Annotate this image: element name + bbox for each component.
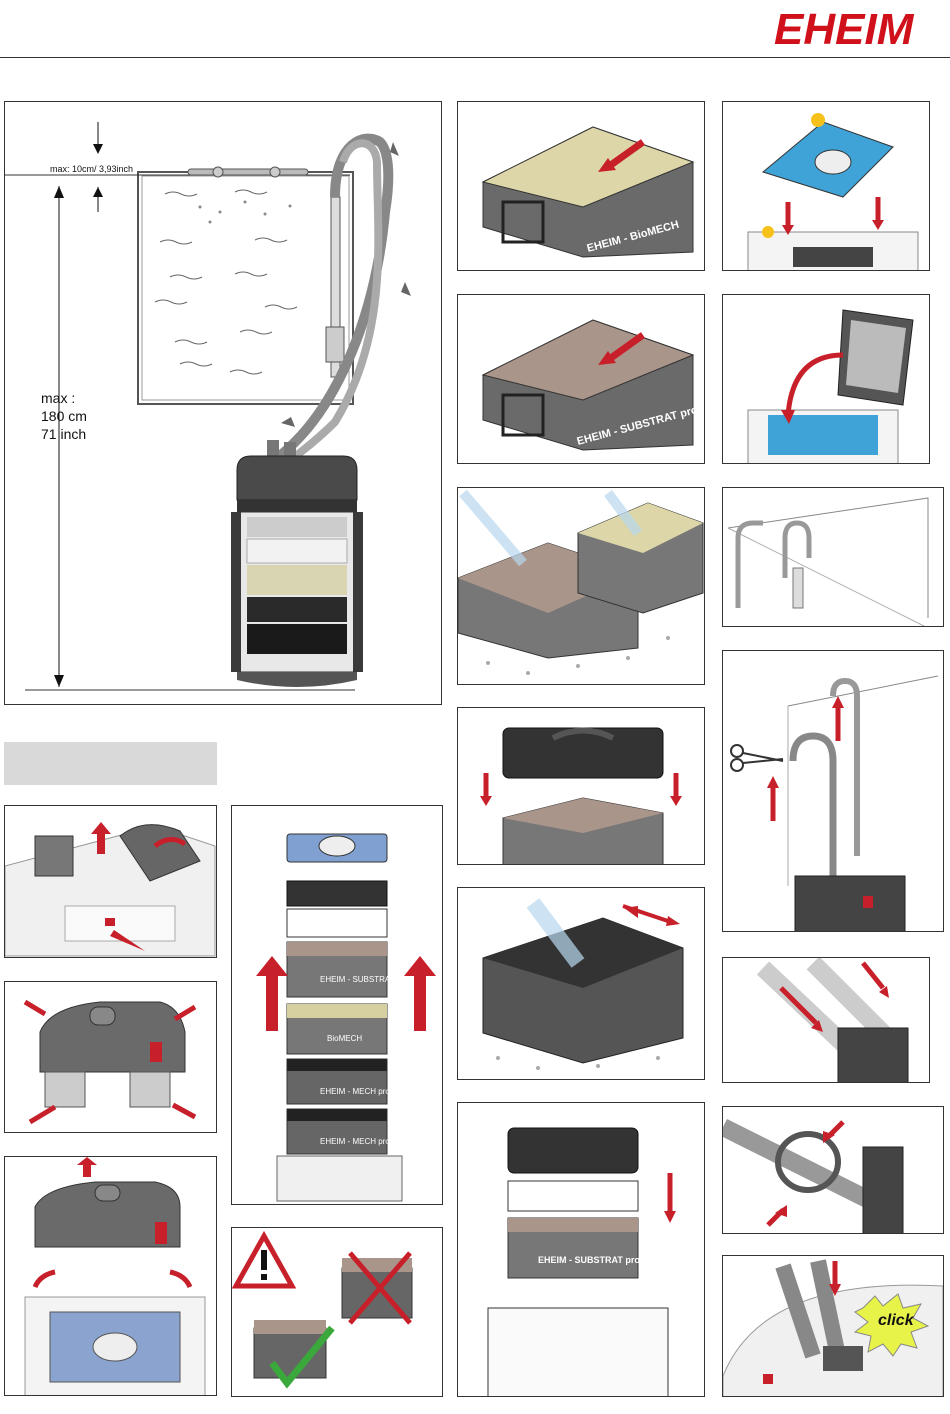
header-rule [0,57,950,58]
basket-label-substrat-3: EHEIM - SUBSTRAT pro [538,1255,640,1265]
step-release-clips [4,805,217,958]
step-secure-hose-clamp [722,1106,944,1234]
warning-panel [231,1227,443,1397]
click-label: click [878,1312,914,1330]
max-water-level-label: max: 10cm/ 3,93inch [50,164,133,174]
step-lift-basket-stack: EHEIM - SUBSTRAT pro BioMECH EHEIM - MEC… [231,805,443,1205]
max-height-label-3: 71 inch [41,426,86,443]
step-rinse-baskets [457,487,705,685]
step-flip-seal-lid [722,294,930,464]
basket-label-mech-2: EHEIM - MECH pro [320,1137,390,1146]
step-fill-biomech: EHEIM - BioMECH [457,101,705,271]
step-attach-hoses-adapter [722,957,930,1083]
eheim-logo: EHEIM [772,0,944,52]
step-fill-substrat: EHEIM - SUBSTRAT pro [457,294,705,464]
max-height-label-2: 180 cm [41,408,87,425]
basket-label-mech-1: EHEIM - MECH pro [320,1087,390,1096]
scissors-icon [731,745,783,771]
section-heading-band [4,742,217,785]
max-height-label-1: max : [41,390,75,407]
basket-label-biomech-short: BioMECH [327,1034,362,1043]
step-remove-lid [4,1156,217,1396]
step-mount-intake-outlet [722,487,944,627]
step-open-lid-clips [4,981,217,1133]
installation-diagram: max: 10cm/ 3,93inch max : 180 cm 71 inch [4,101,442,705]
step-place-blue-pad-lid [722,101,930,271]
eheim-logo-text: EHEIM [774,5,915,52]
step-place-grid-tray [457,707,705,865]
step-insert-baskets: EHEIM - SUBSTRAT pro [457,1102,705,1397]
step-click-adapter-in: click [722,1255,944,1397]
basket-label-substrat: EHEIM - SUBSTRAT pro [320,975,409,984]
step-rinse-assembled-basket [457,887,705,1080]
step-cut-hose [722,650,944,932]
warning-triangle-icon [236,1236,292,1286]
